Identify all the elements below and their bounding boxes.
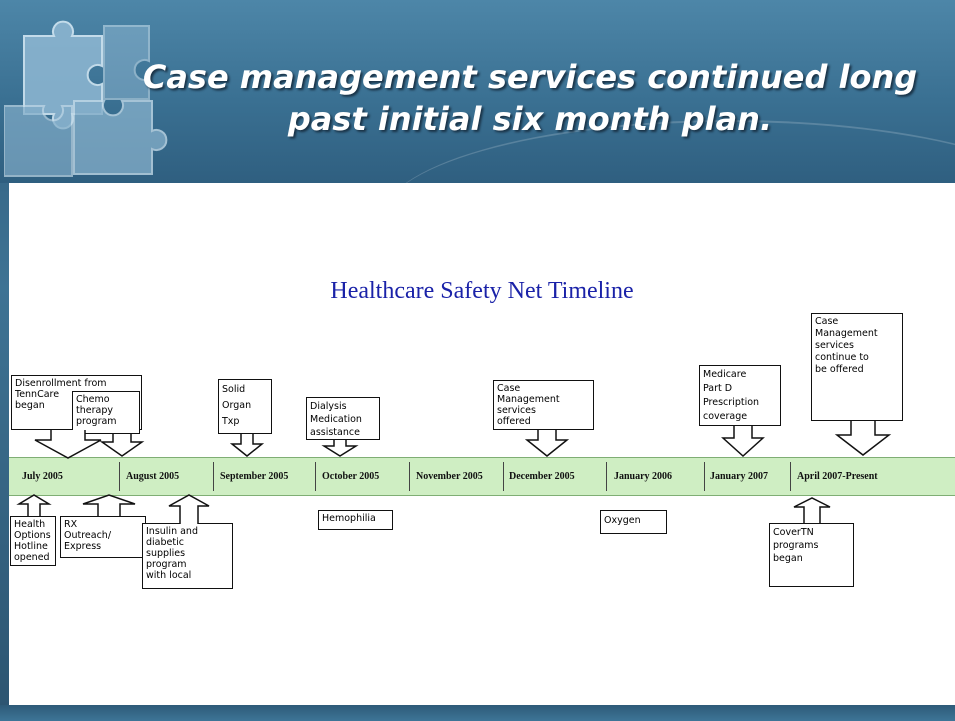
arrow-up-insulin <box>168 494 210 524</box>
timeline-tick <box>704 462 705 491</box>
timeline-tick <box>606 462 607 491</box>
timeline-band: July 2005 August 2005 September 2005 Oct… <box>9 457 955 496</box>
event-case-management-continue: Case Management services continue to be … <box>811 313 903 421</box>
month-january-2007: January 2007 <box>710 471 769 482</box>
arrow-down-dialysis <box>321 440 359 457</box>
month-january-2006: January 2006 <box>614 471 673 482</box>
event-hemophilia: Hemophilia <box>318 510 393 530</box>
event-oxygen: Oxygen <box>600 510 667 534</box>
event-insulin-supplies: Insulin and diabetic supplies program wi… <box>142 523 233 589</box>
event-chemo: Chemo therapy program <box>72 391 140 434</box>
event-medicare-part-d: Medicare Part D Prescription coverage <box>699 365 781 426</box>
timeline-tick <box>315 462 316 491</box>
arrow-down-case-management-continue <box>834 421 892 456</box>
month-november-2005: November 2005 <box>416 471 483 482</box>
month-august-2005: August 2005 <box>126 471 180 482</box>
arrow-up-covertn <box>793 497 831 523</box>
event-organ: Solid Organ Txp <box>218 379 272 434</box>
month-october-2005: October 2005 <box>322 471 380 482</box>
arrow-up-health-options <box>16 494 52 516</box>
timeline-title: Healthcare Safety Net Timeline <box>330 278 634 304</box>
arrow-up-rx-outreach <box>82 494 136 516</box>
header-swoosh <box>380 120 955 322</box>
arrow-down-disenrollment <box>34 430 102 459</box>
event-case-management-offered: Case Management services offered <box>493 380 594 430</box>
event-dialysis: Dialysis Medication assistance <box>306 397 380 440</box>
puzzle-pieces-icon <box>4 20 168 177</box>
slide-title: Case management services continued long … <box>142 58 918 138</box>
month-july-2005: July 2005 <box>22 471 63 482</box>
slide-header: Case management services continued long … <box>0 0 955 183</box>
event-rx-outreach: RX Outreach/ Express <box>60 516 146 558</box>
event-covertn: CoverTN programs began <box>769 523 854 587</box>
month-september-2005: September 2005 <box>220 471 289 482</box>
timeline-tick <box>790 462 791 491</box>
timeline-tick <box>119 462 120 491</box>
month-december-2005: December 2005 <box>509 471 575 482</box>
timeline-tick <box>409 462 410 491</box>
content-panel: Healthcare Safety Net Timeline Disenroll… <box>9 183 955 705</box>
arrow-down-organ <box>229 434 265 457</box>
arrow-down-case-management <box>524 430 570 457</box>
arrow-down-chemo <box>99 434 145 457</box>
timeline-tick <box>213 462 214 491</box>
event-health-options-hotline: Health Options Hotline opened <box>10 516 56 566</box>
arrow-down-medicare <box>721 426 765 458</box>
timeline-tick <box>503 462 504 491</box>
month-april-2007-present: April 2007-Present <box>797 471 878 482</box>
slide-footer <box>0 705 955 721</box>
